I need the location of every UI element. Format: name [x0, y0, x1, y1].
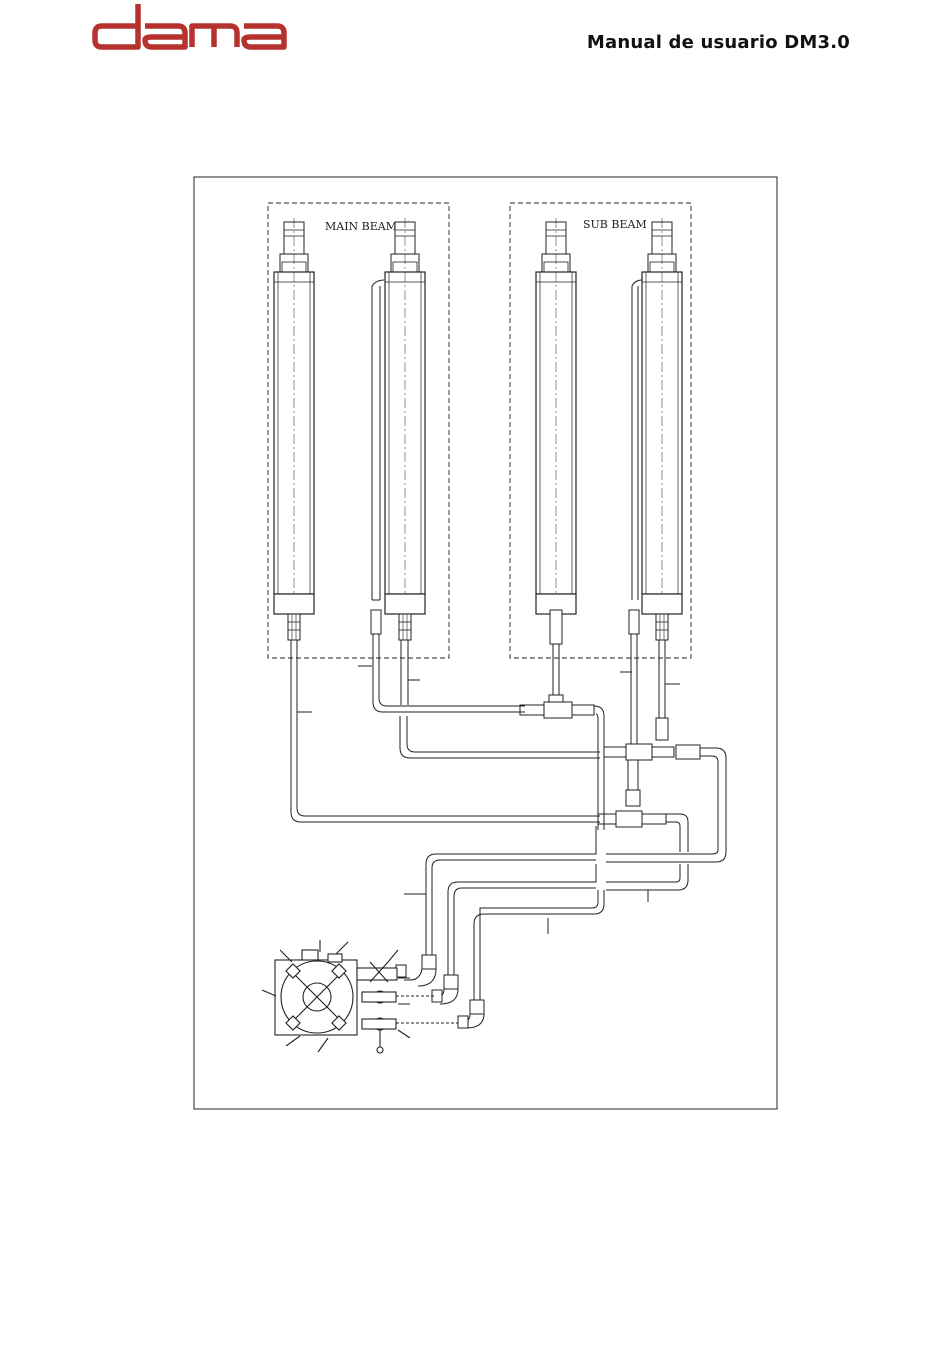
main-beam-cylinder-2 [385, 218, 425, 640]
main-beam-label: MAIN BEAM [325, 220, 397, 233]
sub-beam-cylinder-1 [536, 218, 576, 640]
sub-beam-label: SUB BEAM [583, 218, 647, 231]
main-beam-cylinder-1 [274, 218, 314, 640]
sub-beam-cylinder-2 [642, 218, 682, 640]
